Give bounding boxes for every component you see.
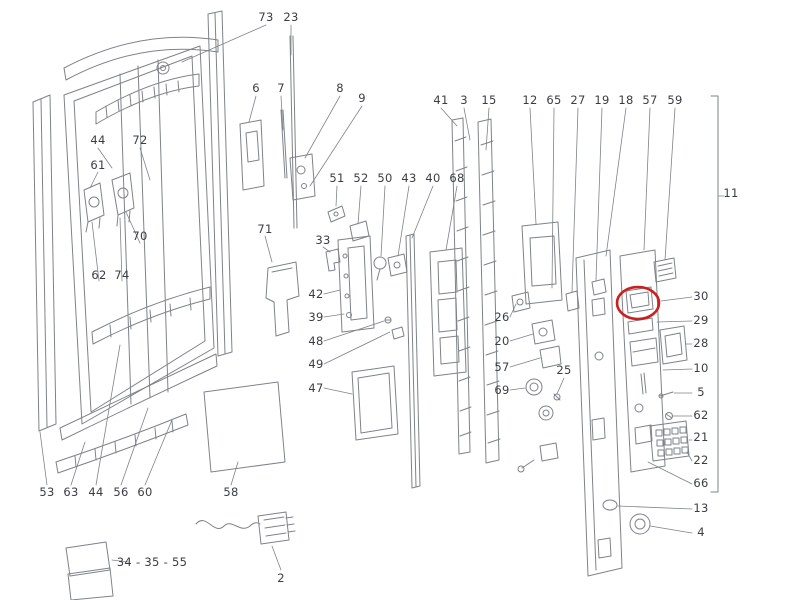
lock-assembly	[239, 119, 316, 201]
diagram-linework	[32, 10, 725, 600]
glass-panel	[203, 381, 286, 473]
dimension-bracket	[710, 95, 719, 493]
middle-parts	[325, 205, 467, 489]
highlight-circle	[615, 285, 661, 321]
right-side-strip	[207, 10, 298, 357]
vertical-rails	[451, 117, 501, 464]
front-control-panel	[619, 249, 690, 535]
leader-lines	[39, 24, 725, 571]
left-side-strip	[32, 94, 57, 432]
dispense-chute	[265, 261, 300, 337]
inner-door-panel	[575, 249, 623, 577]
cable-harness	[195, 511, 296, 545]
back-door-assembly	[55, 36, 219, 474]
bottom-sheets	[65, 541, 114, 600]
latch-parts	[511, 221, 580, 473]
